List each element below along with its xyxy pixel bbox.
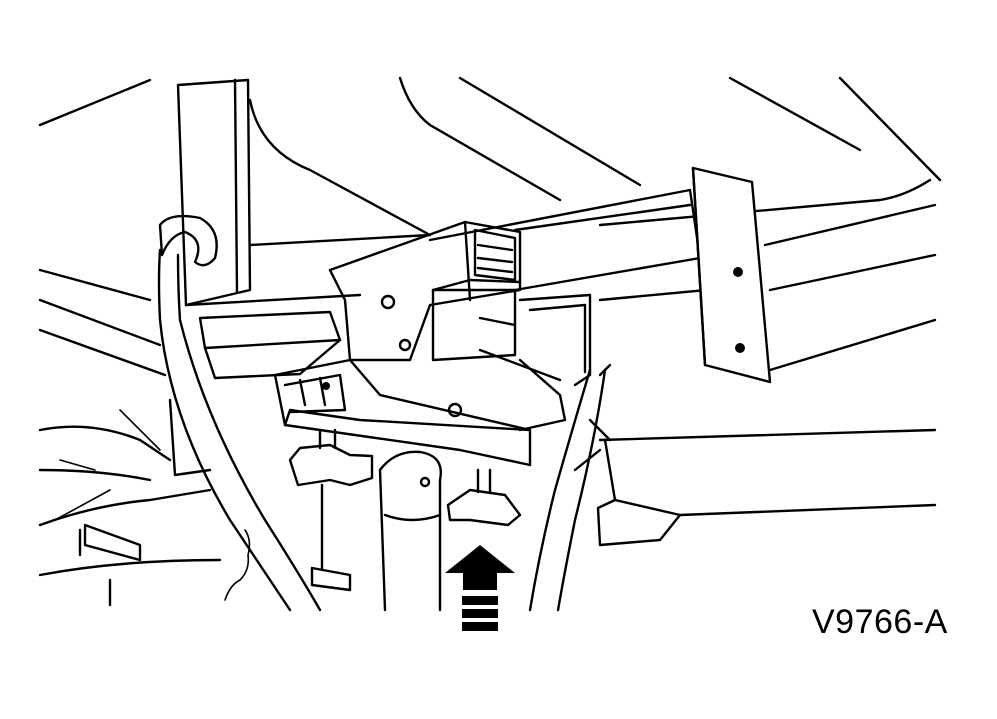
lower-tray [273, 358, 532, 467]
right-panel [528, 363, 937, 612]
upper-housing [176, 78, 432, 380]
cable-strap [157, 214, 322, 612]
clamp-pads [288, 428, 522, 592]
central-module [328, 220, 592, 432]
figure-id-label: V9766-A [812, 603, 948, 641]
left-support [38, 409, 222, 607]
insulation-texture [224, 529, 251, 601]
mounting-beam [428, 166, 772, 384]
lift-post [378, 450, 442, 612]
up-arrow-icon [445, 545, 515, 631]
